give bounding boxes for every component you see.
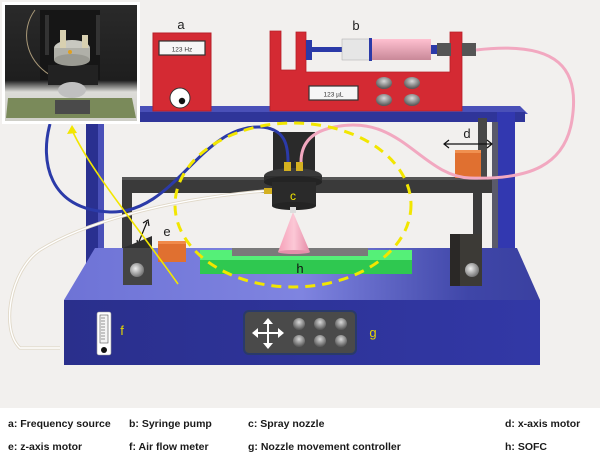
legend: a: Frequency source b: Syringe pump c: S… [0, 408, 600, 461]
label-e: e [163, 224, 170, 239]
nozzle-highlight-circle [173, 121, 413, 289]
legend-item-e: e: z-axis motor [8, 441, 83, 453]
label-d: d [463, 126, 470, 141]
controller-button [314, 335, 326, 347]
legend-item-h: h: SOFC [505, 441, 547, 453]
z-axis-motor: e [136, 219, 186, 262]
volume-display-value: 123 µL [323, 92, 343, 99]
controller-button [335, 335, 347, 347]
syringe-pump: 123 µL b [269, 18, 476, 112]
x-axis-motor: d [443, 126, 493, 178]
left-rail-block [123, 236, 152, 285]
controller-button [335, 318, 347, 330]
right-rail-block [450, 234, 482, 286]
nozzle-photo-inset [2, 2, 140, 124]
legend-item-a: a: Frequency source [8, 418, 111, 430]
z-axis-arrow [137, 221, 148, 245]
spray-pyrolysis-setup-diagram: 123 Hz a 123 µL b [0, 0, 600, 408]
frequency-display-value: 123 Hz [172, 47, 193, 54]
label-h: h [296, 261, 303, 276]
spray-cone [278, 212, 310, 252]
legend-item-b: b: Syringe pump [129, 418, 212, 430]
label-b: b [352, 18, 359, 33]
signal-cable [44, 123, 290, 214]
controller-button [293, 335, 305, 347]
label-c: c [290, 189, 296, 203]
nozzle-movement-controller: g [243, 310, 377, 355]
volume-display [308, 85, 359, 101]
pump-button [404, 77, 420, 89]
pump-button [404, 94, 420, 106]
legend-item-f: f: Air flow meter [129, 441, 209, 453]
pump-button [376, 94, 392, 106]
label-f: f [120, 323, 124, 338]
frequency-display [158, 40, 206, 56]
label-g: g [369, 325, 376, 340]
legend-item-c: c: Spray nozzle [248, 418, 325, 430]
legend-item-d: d: x-axis motor [505, 418, 581, 430]
legend-item-g: g: Nozzle movement controller [248, 441, 401, 453]
air-flow-meter: f [96, 311, 124, 356]
directional-pad-icon [254, 320, 282, 347]
frequency-knob [169, 87, 191, 109]
frequency-source: 123 Hz a [152, 17, 212, 112]
photo-pointer-arrow [71, 129, 179, 285]
controller-button [314, 318, 326, 330]
label-a: a [177, 17, 185, 32]
controller-button [293, 318, 305, 330]
pump-button [376, 77, 392, 89]
